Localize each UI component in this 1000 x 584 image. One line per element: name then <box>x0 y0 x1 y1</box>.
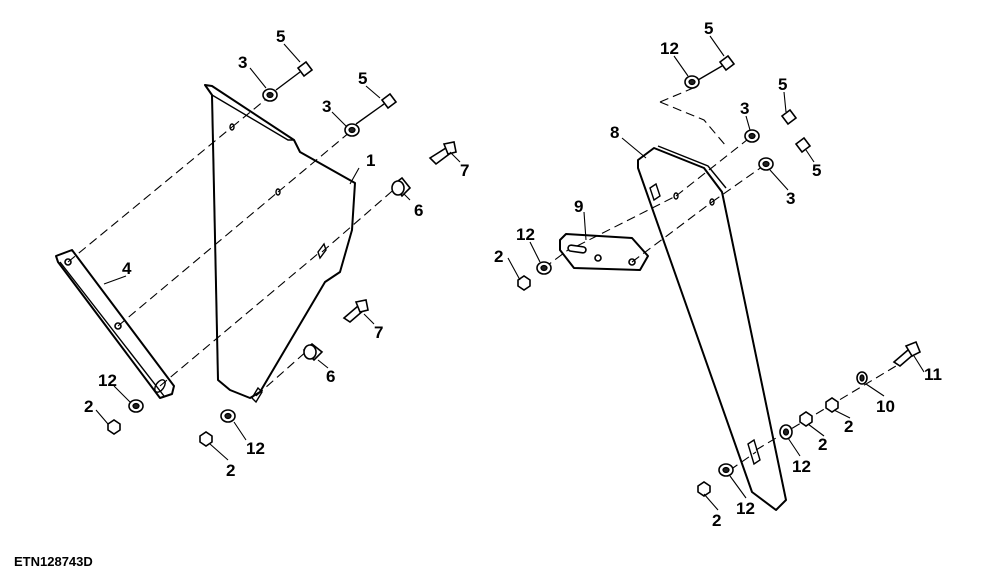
callout-7-left-upper: 7 <box>460 161 469 180</box>
callout-2-left-strip: 2 <box>84 397 93 416</box>
callout-8-right-panel: 8 <box>610 123 619 142</box>
screw-right-top <box>697 54 736 81</box>
nut-left-strip <box>107 419 121 435</box>
washer-right-mid1 <box>744 129 760 143</box>
figure-id-label: ETN128743D <box>14 554 93 569</box>
spacer-left-lower <box>302 342 324 362</box>
screw-right-mid1 <box>780 108 798 126</box>
callout-2-right-bottom: 2 <box>712 511 721 530</box>
screw-left-top <box>275 60 314 91</box>
washer-right-top <box>684 75 700 89</box>
washer-right-bracket <box>536 261 552 275</box>
callout-3-left-top: 3 <box>238 53 247 72</box>
callout-6-left-lower: 6 <box>326 367 335 386</box>
panel-left <box>204 84 356 404</box>
callout-5-left-top: 5 <box>276 27 285 46</box>
nut-left-bottom <box>199 431 213 447</box>
callout-11-bolt: 11 <box>924 365 942 384</box>
bolt-right <box>892 340 922 368</box>
screw-left-mid <box>355 92 398 125</box>
washer-left-strip <box>128 399 144 413</box>
strip-left <box>55 249 175 399</box>
washer-left-bottom <box>220 409 236 423</box>
screw-right-mid2 <box>794 136 812 154</box>
nut-right-bottom <box>697 481 711 497</box>
callout-6-left-upper: 6 <box>414 201 423 220</box>
callout-2-right-b: 2 <box>818 435 827 454</box>
callout-12-right-top: 12 <box>660 39 679 58</box>
bolt-left-lower <box>342 299 369 324</box>
callout-2-right-a: 2 <box>844 417 853 436</box>
callout-5-right-mid2: 5 <box>812 161 821 180</box>
callout-7-left-lower: 7 <box>374 323 383 342</box>
callout-12-right-b: 12 <box>792 457 811 476</box>
callout-12-right-bracket: 12 <box>516 225 535 244</box>
callout-12-left-bottom: 12 <box>246 439 265 458</box>
washer-right-bottom <box>718 463 734 477</box>
callout-3-left-mid: 3 <box>322 97 331 116</box>
callout-12-left-strip: 12 <box>98 371 117 390</box>
callout-4-strip: 4 <box>122 259 132 278</box>
washer-left-top <box>262 88 278 102</box>
nut-right-bracket <box>517 275 531 291</box>
callout-5-left-mid: 5 <box>358 69 367 88</box>
panel-right <box>637 145 787 511</box>
callout-2-right-bracket: 2 <box>494 247 503 266</box>
washer-right-10 <box>856 371 868 385</box>
callout-3-right-mid2: 3 <box>786 189 795 208</box>
callout-10-washer: 10 <box>876 397 895 416</box>
bracket-right <box>559 233 649 271</box>
callout-3-right-mid1: 3 <box>740 99 749 118</box>
nut-right-a <box>825 397 839 413</box>
bolt-left-upper <box>428 141 457 166</box>
washer-right-mid2 <box>758 157 774 171</box>
spacer-left-upper <box>391 176 412 198</box>
washer-right-12b <box>779 424 793 440</box>
nut-right-b <box>799 411 813 427</box>
callout-1-left-panel: 1 <box>366 151 375 170</box>
callout-9-bracket: 9 <box>574 197 583 216</box>
callout-12-right-bottom: 12 <box>736 499 755 518</box>
callout-5-right-top: 5 <box>704 19 713 38</box>
washer-left-mid <box>344 123 360 137</box>
callout-2-left-bottom: 2 <box>226 461 235 480</box>
callout-5-right-mid1: 5 <box>778 75 787 94</box>
